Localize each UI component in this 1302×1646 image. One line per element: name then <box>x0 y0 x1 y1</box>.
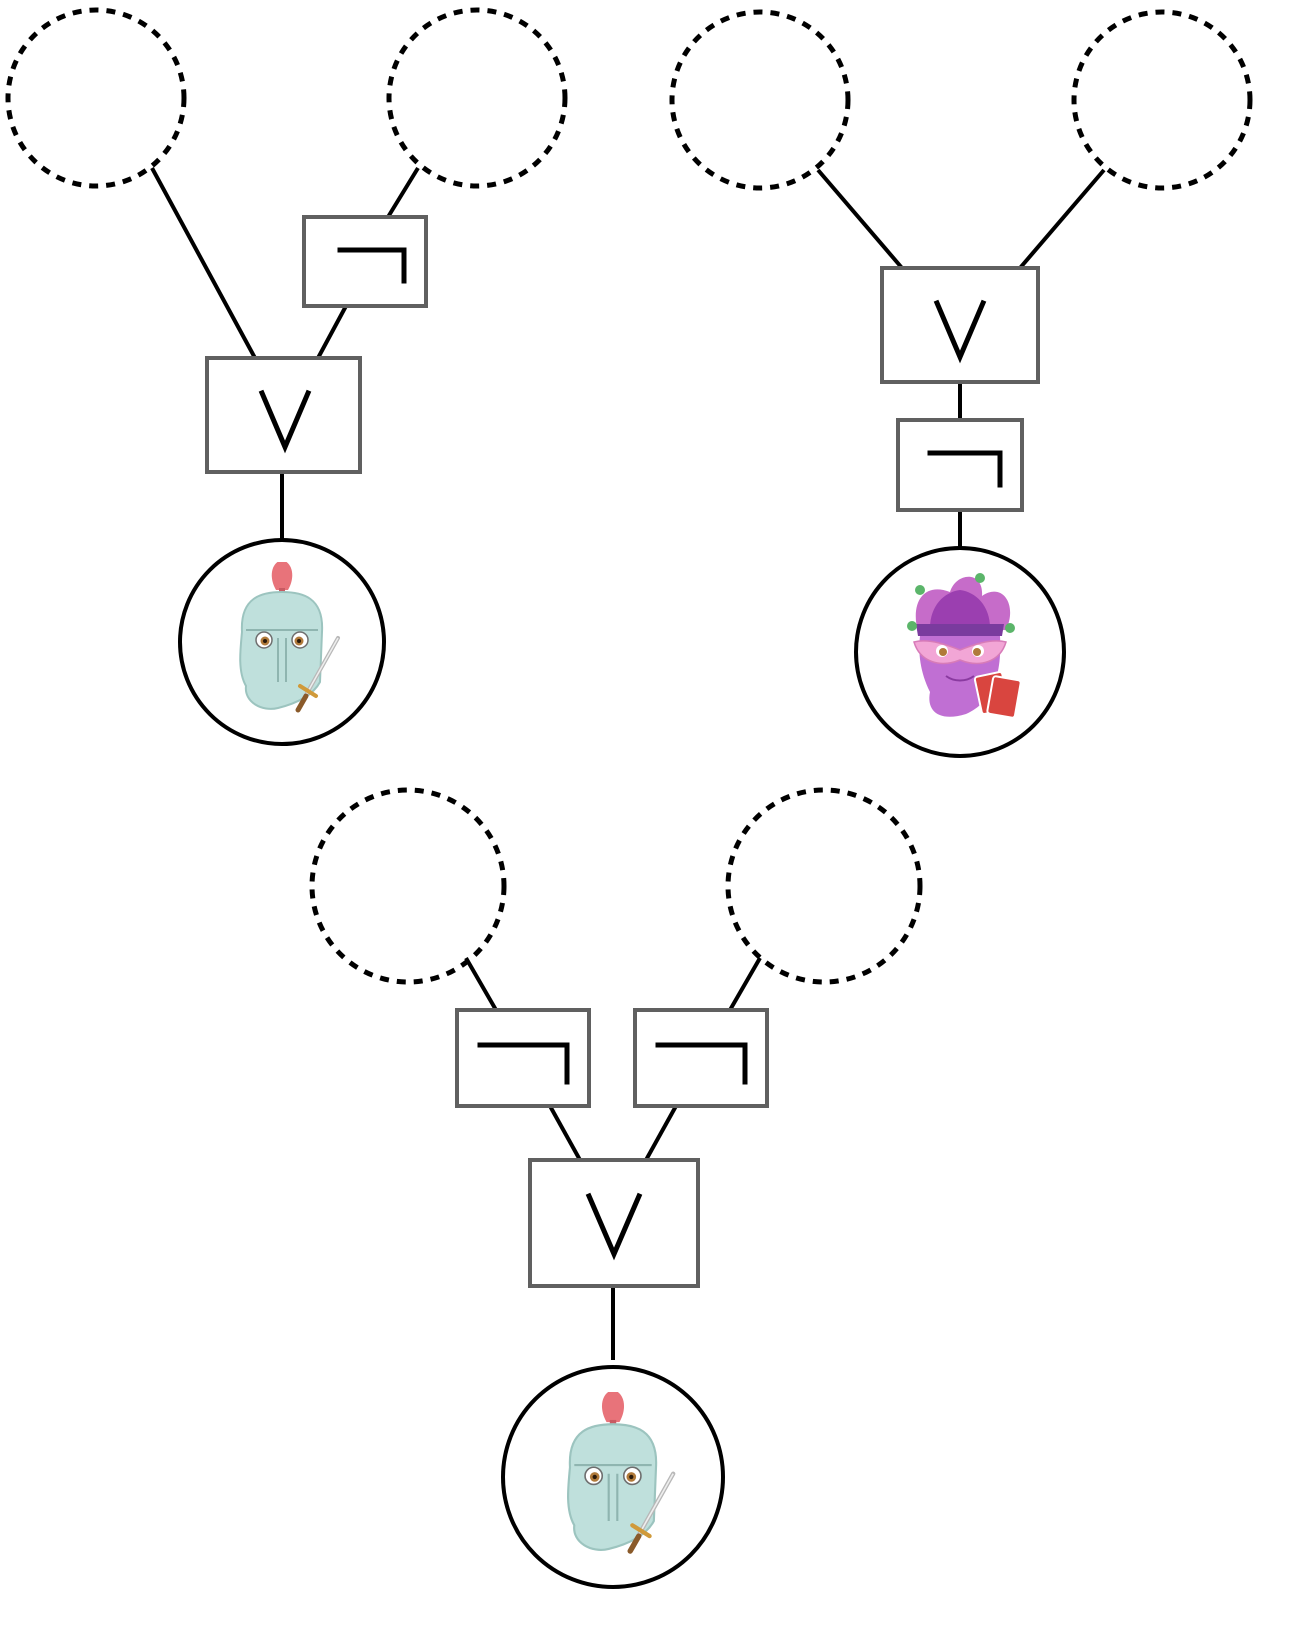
not-symbol <box>337 247 407 284</box>
not-gate <box>896 418 1024 512</box>
wire <box>644 1105 678 1161</box>
not-symbol <box>927 450 1003 488</box>
or-symbol <box>258 389 312 454</box>
or-gate <box>528 1158 700 1288</box>
or-gate <box>880 266 1040 384</box>
output-node <box>178 538 386 746</box>
output-node <box>854 546 1066 758</box>
diagram-2 <box>669 9 1253 758</box>
wire <box>464 957 498 1011</box>
or-symbol <box>933 299 987 364</box>
not-gate <box>455 1008 591 1108</box>
diagram-1 <box>5 7 568 746</box>
not-gate <box>302 215 428 308</box>
wire <box>316 305 348 359</box>
wire <box>548 1105 582 1161</box>
wire <box>150 167 257 359</box>
wire <box>1018 168 1106 270</box>
output-node <box>501 1365 725 1589</box>
not-gate <box>633 1008 769 1108</box>
diagram-3 <box>309 787 923 1589</box>
or-gate <box>205 356 362 474</box>
wire <box>816 168 904 270</box>
not-symbol <box>477 1042 570 1085</box>
wire <box>728 957 762 1011</box>
empty-input-slot[interactable] <box>1071 9 1253 191</box>
wire <box>386 166 420 219</box>
empty-input-slot[interactable] <box>669 9 851 191</box>
empty-input-slot[interactable] <box>725 787 923 985</box>
empty-input-slot[interactable] <box>5 7 187 189</box>
not-symbol <box>655 1042 748 1085</box>
or-symbol <box>585 1192 643 1261</box>
empty-input-slot[interactable] <box>309 787 507 985</box>
empty-input-slot[interactable] <box>386 7 568 189</box>
